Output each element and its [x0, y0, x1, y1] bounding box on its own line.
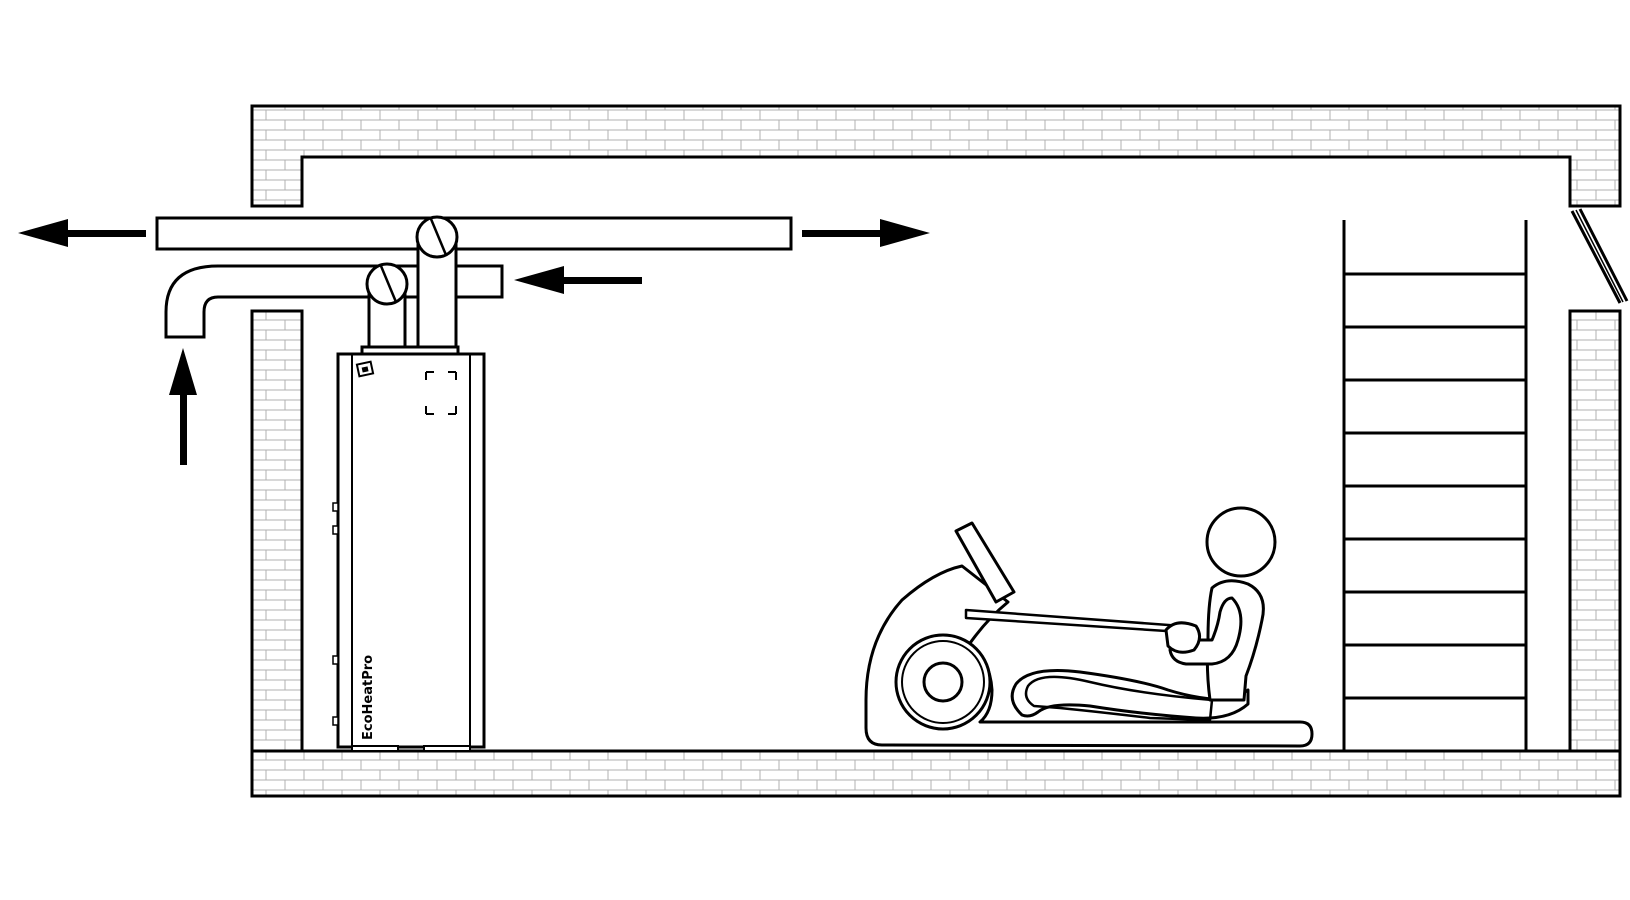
exhaust-duct: [155, 216, 793, 251]
heat-pump-unit: EcoHeatPro: [332, 352, 486, 752]
rower-person: [1024, 506, 1277, 722]
person-head: [1205, 506, 1277, 578]
heater-brand-label: EcoHeatPro: [361, 655, 376, 740]
exhaust-left-arrow-icon: [18, 219, 146, 247]
rowing-machine: [864, 521, 1314, 748]
heater-pipes: [360, 215, 460, 356]
floor-slab: [250, 749, 1622, 798]
pull-cord: [964, 608, 1184, 634]
right-wall: [1568, 309, 1622, 753]
brand-logo-icon: [355, 360, 375, 378]
intake-pipe-elbow: [365, 262, 409, 306]
window-flap: [1570, 208, 1629, 304]
person-legs: [1024, 675, 1214, 722]
intake-up-arrow-icon: [169, 348, 197, 465]
intake-left-arrow-icon: [514, 266, 642, 294]
building-walls: [250, 104, 1622, 798]
left-wall: [250, 309, 304, 753]
heater-body: [336, 352, 486, 749]
display-frame: [425, 371, 457, 415]
exhaust-right-arrow-icon: [802, 219, 930, 247]
ceiling-wall: [250, 104, 1622, 208]
footrest-post: [954, 521, 1016, 604]
airflow-arrows: [18, 219, 930, 465]
staircase: [1342, 220, 1528, 751]
exhaust-pipe-elbow: [415, 215, 459, 259]
person-hand: [1164, 621, 1201, 654]
